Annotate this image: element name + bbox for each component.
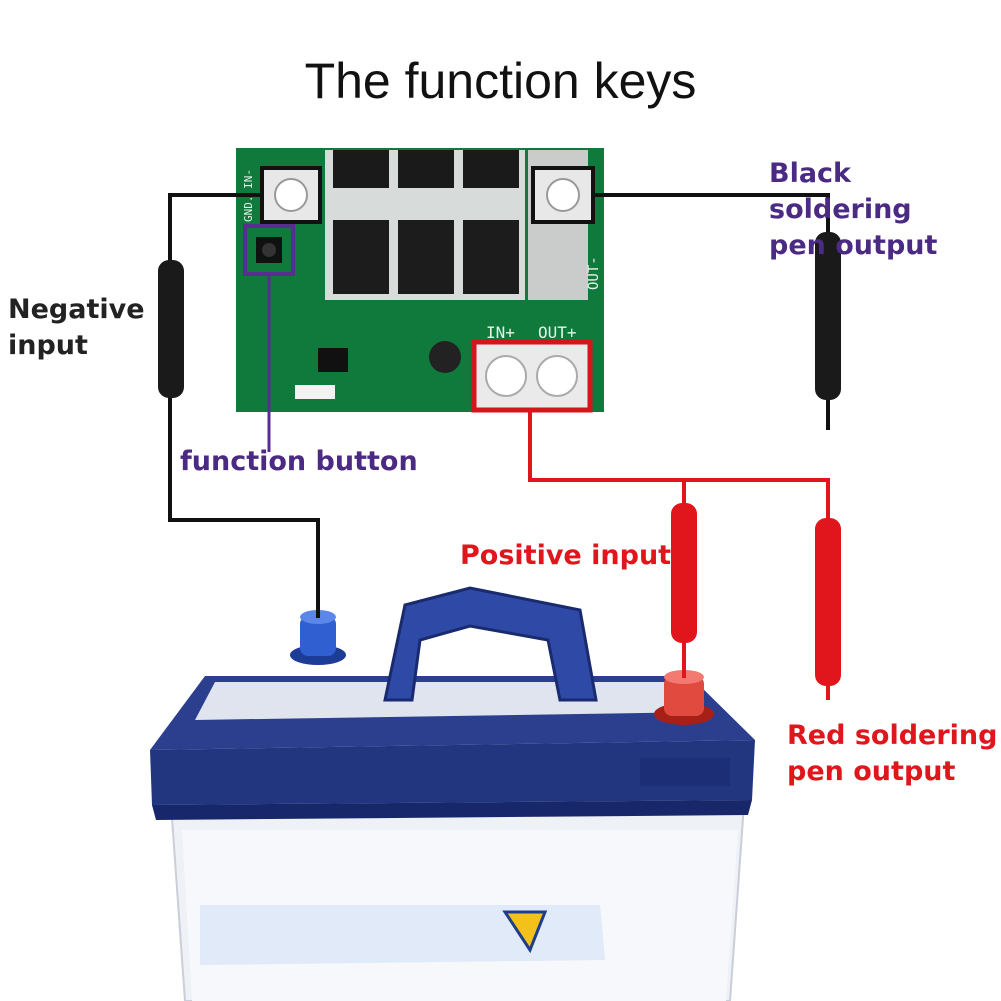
mosfet xyxy=(398,150,454,188)
black-pen-output-label-line2: pen output xyxy=(769,230,938,261)
negative-probe xyxy=(158,260,184,398)
mosfet xyxy=(333,150,389,188)
board-marking-out-plus: OUT+ xyxy=(538,323,577,342)
function-button-label: function button xyxy=(180,446,418,477)
battery-logo xyxy=(502,910,548,954)
red-pen-output-label-line2: pen output xyxy=(787,756,956,787)
battery-label-band xyxy=(200,905,605,965)
battery xyxy=(150,586,755,1001)
battery-lid-front xyxy=(150,740,755,805)
positive-terminal xyxy=(654,670,714,725)
negative-terminal xyxy=(290,610,346,665)
mosfet xyxy=(333,220,389,294)
red-soldering-probe xyxy=(815,518,841,686)
battery-lid-ridge xyxy=(152,800,752,820)
mosfet xyxy=(398,220,454,294)
red-pen-output-label: Red soldering pen output xyxy=(787,718,997,790)
positive-input-label: Positive input xyxy=(460,540,672,571)
connector xyxy=(295,385,335,399)
negative-wire xyxy=(168,193,320,618)
page-title: The function keys xyxy=(304,53,697,109)
positive-probe xyxy=(671,503,697,643)
black-soldering-probe xyxy=(815,232,841,400)
battery-vent xyxy=(640,758,730,786)
negative-input-label: Negative input xyxy=(8,292,145,364)
red-pen-output-label-line1: Red soldering xyxy=(787,720,998,751)
negative-input-label-line2: input xyxy=(8,330,88,361)
board-marking-in-plus: IN+ xyxy=(486,323,515,342)
mosfet xyxy=(463,220,519,294)
board-marking-out-minus: OUT- xyxy=(586,256,602,290)
negative-input-label-line1: Negative xyxy=(8,294,145,325)
battery-handle xyxy=(383,586,598,702)
mosfet xyxy=(463,150,519,188)
ic-chip xyxy=(318,348,348,372)
capacitor xyxy=(429,341,461,373)
black-pen-output-label-line1: Black soldering xyxy=(769,158,912,225)
pcb-board: GND. IN- OUT- IN+ OUT+ xyxy=(236,148,604,413)
black-pen-output-label: Black soldering pen output xyxy=(769,156,1001,264)
